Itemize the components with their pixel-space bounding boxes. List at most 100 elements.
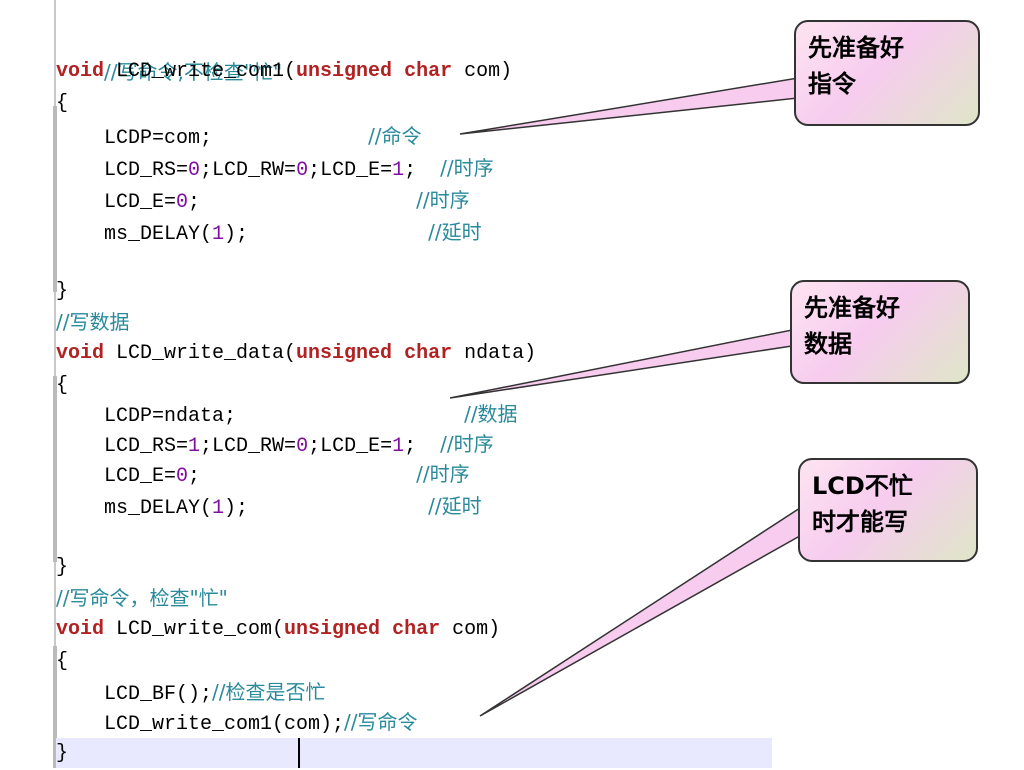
code-comment: //检查是否忙 <box>212 680 326 704</box>
code-text: ms_DELAY( <box>56 223 213 246</box>
code-line[interactable]: LCDP=ndata; //数据 <box>56 398 518 430</box>
code-text: ms_DELAY( <box>56 497 213 520</box>
code-text: LCD_BF(); <box>56 683 213 706</box>
text-caret <box>298 738 300 768</box>
number-literal: 0 <box>188 159 201 182</box>
code-line[interactable]: void LCD_write_com(unsigned char com) <box>56 614 500 646</box>
code-padding <box>200 465 416 488</box>
code-text: ; <box>188 465 201 488</box>
keyword: unsigned <box>296 342 393 365</box>
keyword: char <box>404 342 453 365</box>
number-literal: 1 <box>188 435 201 458</box>
callout-line: 时才能写 <box>812 508 908 536</box>
function-name: LCD_write_com1( <box>104 60 297 83</box>
keyword: char <box>392 618 441 641</box>
callout-lcd-not-busy: LCD不忙 时才能写 <box>798 458 978 562</box>
number-literal: 0 <box>296 159 309 182</box>
keyword: void <box>56 60 105 83</box>
code-padding <box>200 191 416 214</box>
code-comment: //数据 <box>464 402 518 426</box>
code-line[interactable]: //写命令,不检查"忙" <box>56 24 282 84</box>
open-brace: { <box>56 92 69 115</box>
callout-line: LCD不忙 <box>812 472 913 500</box>
code-line[interactable]: { <box>56 370 68 402</box>
code-comment: //写命令 <box>344 710 418 734</box>
keyword: unsigned <box>284 618 381 641</box>
code-text: ; <box>404 159 441 182</box>
number-literal: 1 <box>212 497 225 520</box>
function-name: LCD_write_com( <box>104 618 285 641</box>
callout-prepare-data: 先准备好 数据 <box>790 280 970 384</box>
callout-line: 先准备好 <box>808 34 904 62</box>
code-line[interactable]: } <box>56 738 68 770</box>
code-text: LCD_RS= <box>56 435 189 458</box>
code-line[interactable]: LCD_E=0; //时序 <box>56 458 470 490</box>
code-line[interactable]: { <box>56 88 68 120</box>
code-comment: //时序 <box>440 432 494 456</box>
code-text: ); <box>224 497 249 520</box>
keyword: char <box>404 60 453 83</box>
code-comment: //时序 <box>440 156 494 180</box>
code-comment: //时序 <box>416 188 470 212</box>
code-padding <box>248 223 428 246</box>
code-line[interactable]: LCD_BF();//检查是否忙 <box>56 676 326 708</box>
code-line[interactable]: } <box>56 276 68 308</box>
code-line[interactable]: LCD_RS=0;LCD_RW=0;LCD_E=1; //时序 <box>56 152 494 184</box>
code-text: ; <box>404 435 441 458</box>
code-line[interactable]: ms_DELAY(1); //延时 <box>56 490 482 522</box>
keyword: void <box>56 342 105 365</box>
close-brace: } <box>56 742 69 765</box>
code-padding <box>236 405 464 428</box>
code-line[interactable]: LCD_E=0; //时序 <box>56 184 470 216</box>
code-text: ;LCD_E= <box>308 435 393 458</box>
keyword: unsigned <box>296 60 393 83</box>
code-line[interactable]: ms_DELAY(1); //延时 <box>56 216 482 248</box>
parameter: com) <box>452 60 513 83</box>
code-line[interactable]: LCD_write_com1(com);//写命令 <box>56 706 418 738</box>
code-comment: //写数据 <box>56 310 130 334</box>
code-line[interactable]: } <box>56 552 68 584</box>
code-comment: //延时 <box>428 494 482 518</box>
code-line[interactable]: //写命令，检查"忙" <box>56 582 228 614</box>
parameter: ndata) <box>452 342 537 365</box>
code-text: LCD_write_com1(com); <box>56 713 345 736</box>
code-text: ;LCD_E= <box>308 159 393 182</box>
code-padding <box>248 497 428 520</box>
code-text: LCDP=com; <box>56 127 213 150</box>
code-text: LCD_E= <box>56 191 177 214</box>
number-literal: 0 <box>176 465 189 488</box>
code-line[interactable]: LCDP=com; //命令 <box>56 120 422 152</box>
function-name: LCD_write_data( <box>104 342 297 365</box>
fold-marker[interactable] <box>53 106 57 292</box>
code-text: LCDP=ndata; <box>56 405 237 428</box>
code-padding <box>212 127 368 150</box>
callout-prepare-command: 先准备好 指令 <box>794 20 980 126</box>
code-text: ; <box>188 191 201 214</box>
number-literal: 0 <box>296 435 309 458</box>
open-brace: { <box>56 650 69 673</box>
code-line[interactable]: void LCD_write_data(unsigned char ndata) <box>56 338 536 370</box>
code-text: ); <box>224 223 249 246</box>
callout-line: 先准备好 <box>804 294 900 322</box>
code-comment: //延时 <box>428 220 482 244</box>
number-literal: 1 <box>392 435 405 458</box>
code-line[interactable]: //写数据 <box>56 306 129 338</box>
current-line-highlight <box>56 738 772 768</box>
fold-marker[interactable] <box>53 646 57 768</box>
code-line[interactable]: LCD_RS=1;LCD_RW=0;LCD_E=1; //时序 <box>56 428 494 460</box>
keyword: void <box>56 618 105 641</box>
code-text: ;LCD_RW= <box>200 159 297 182</box>
close-brace: } <box>56 556 69 579</box>
number-literal: 0 <box>176 191 189 214</box>
callout-line: 指令 <box>808 70 856 98</box>
code-line[interactable]: void LCD_write_com1(unsigned char com) <box>56 56 512 88</box>
code-comment: //时序 <box>416 462 470 486</box>
number-literal: 1 <box>392 159 405 182</box>
code-comment: //命令 <box>368 124 422 148</box>
code-comment: //写命令，检查"忙" <box>56 586 228 610</box>
code-line[interactable]: { <box>56 646 68 678</box>
close-brace: } <box>56 280 69 303</box>
fold-marker[interactable] <box>53 376 57 562</box>
code-text: LCD_RS= <box>56 159 189 182</box>
